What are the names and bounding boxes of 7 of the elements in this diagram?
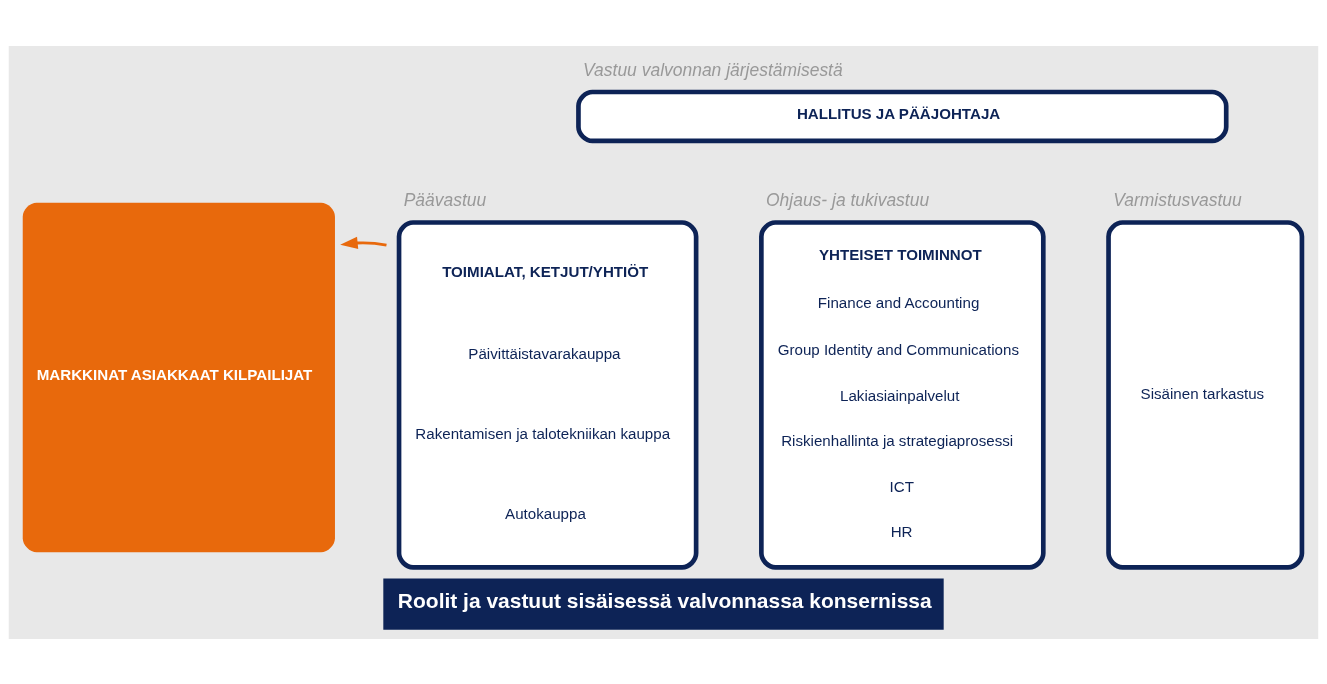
node-label: Ohjaus- ja tukivastuu [766, 189, 930, 210]
node-box: MARKKINAT ASIAKKAAT KILPAILIJAT [22, 202, 335, 552]
arrow [340, 236, 387, 249]
caption: Roolit ja vastuut sisäisessä valvonnassa konsernissa [397, 588, 932, 612]
node-label: Vastuu valvonnan järjestämisestä [583, 59, 843, 80]
node-label: Päävastuu [403, 189, 487, 210]
node-label: Varmistusvastuu [1113, 189, 1242, 210]
